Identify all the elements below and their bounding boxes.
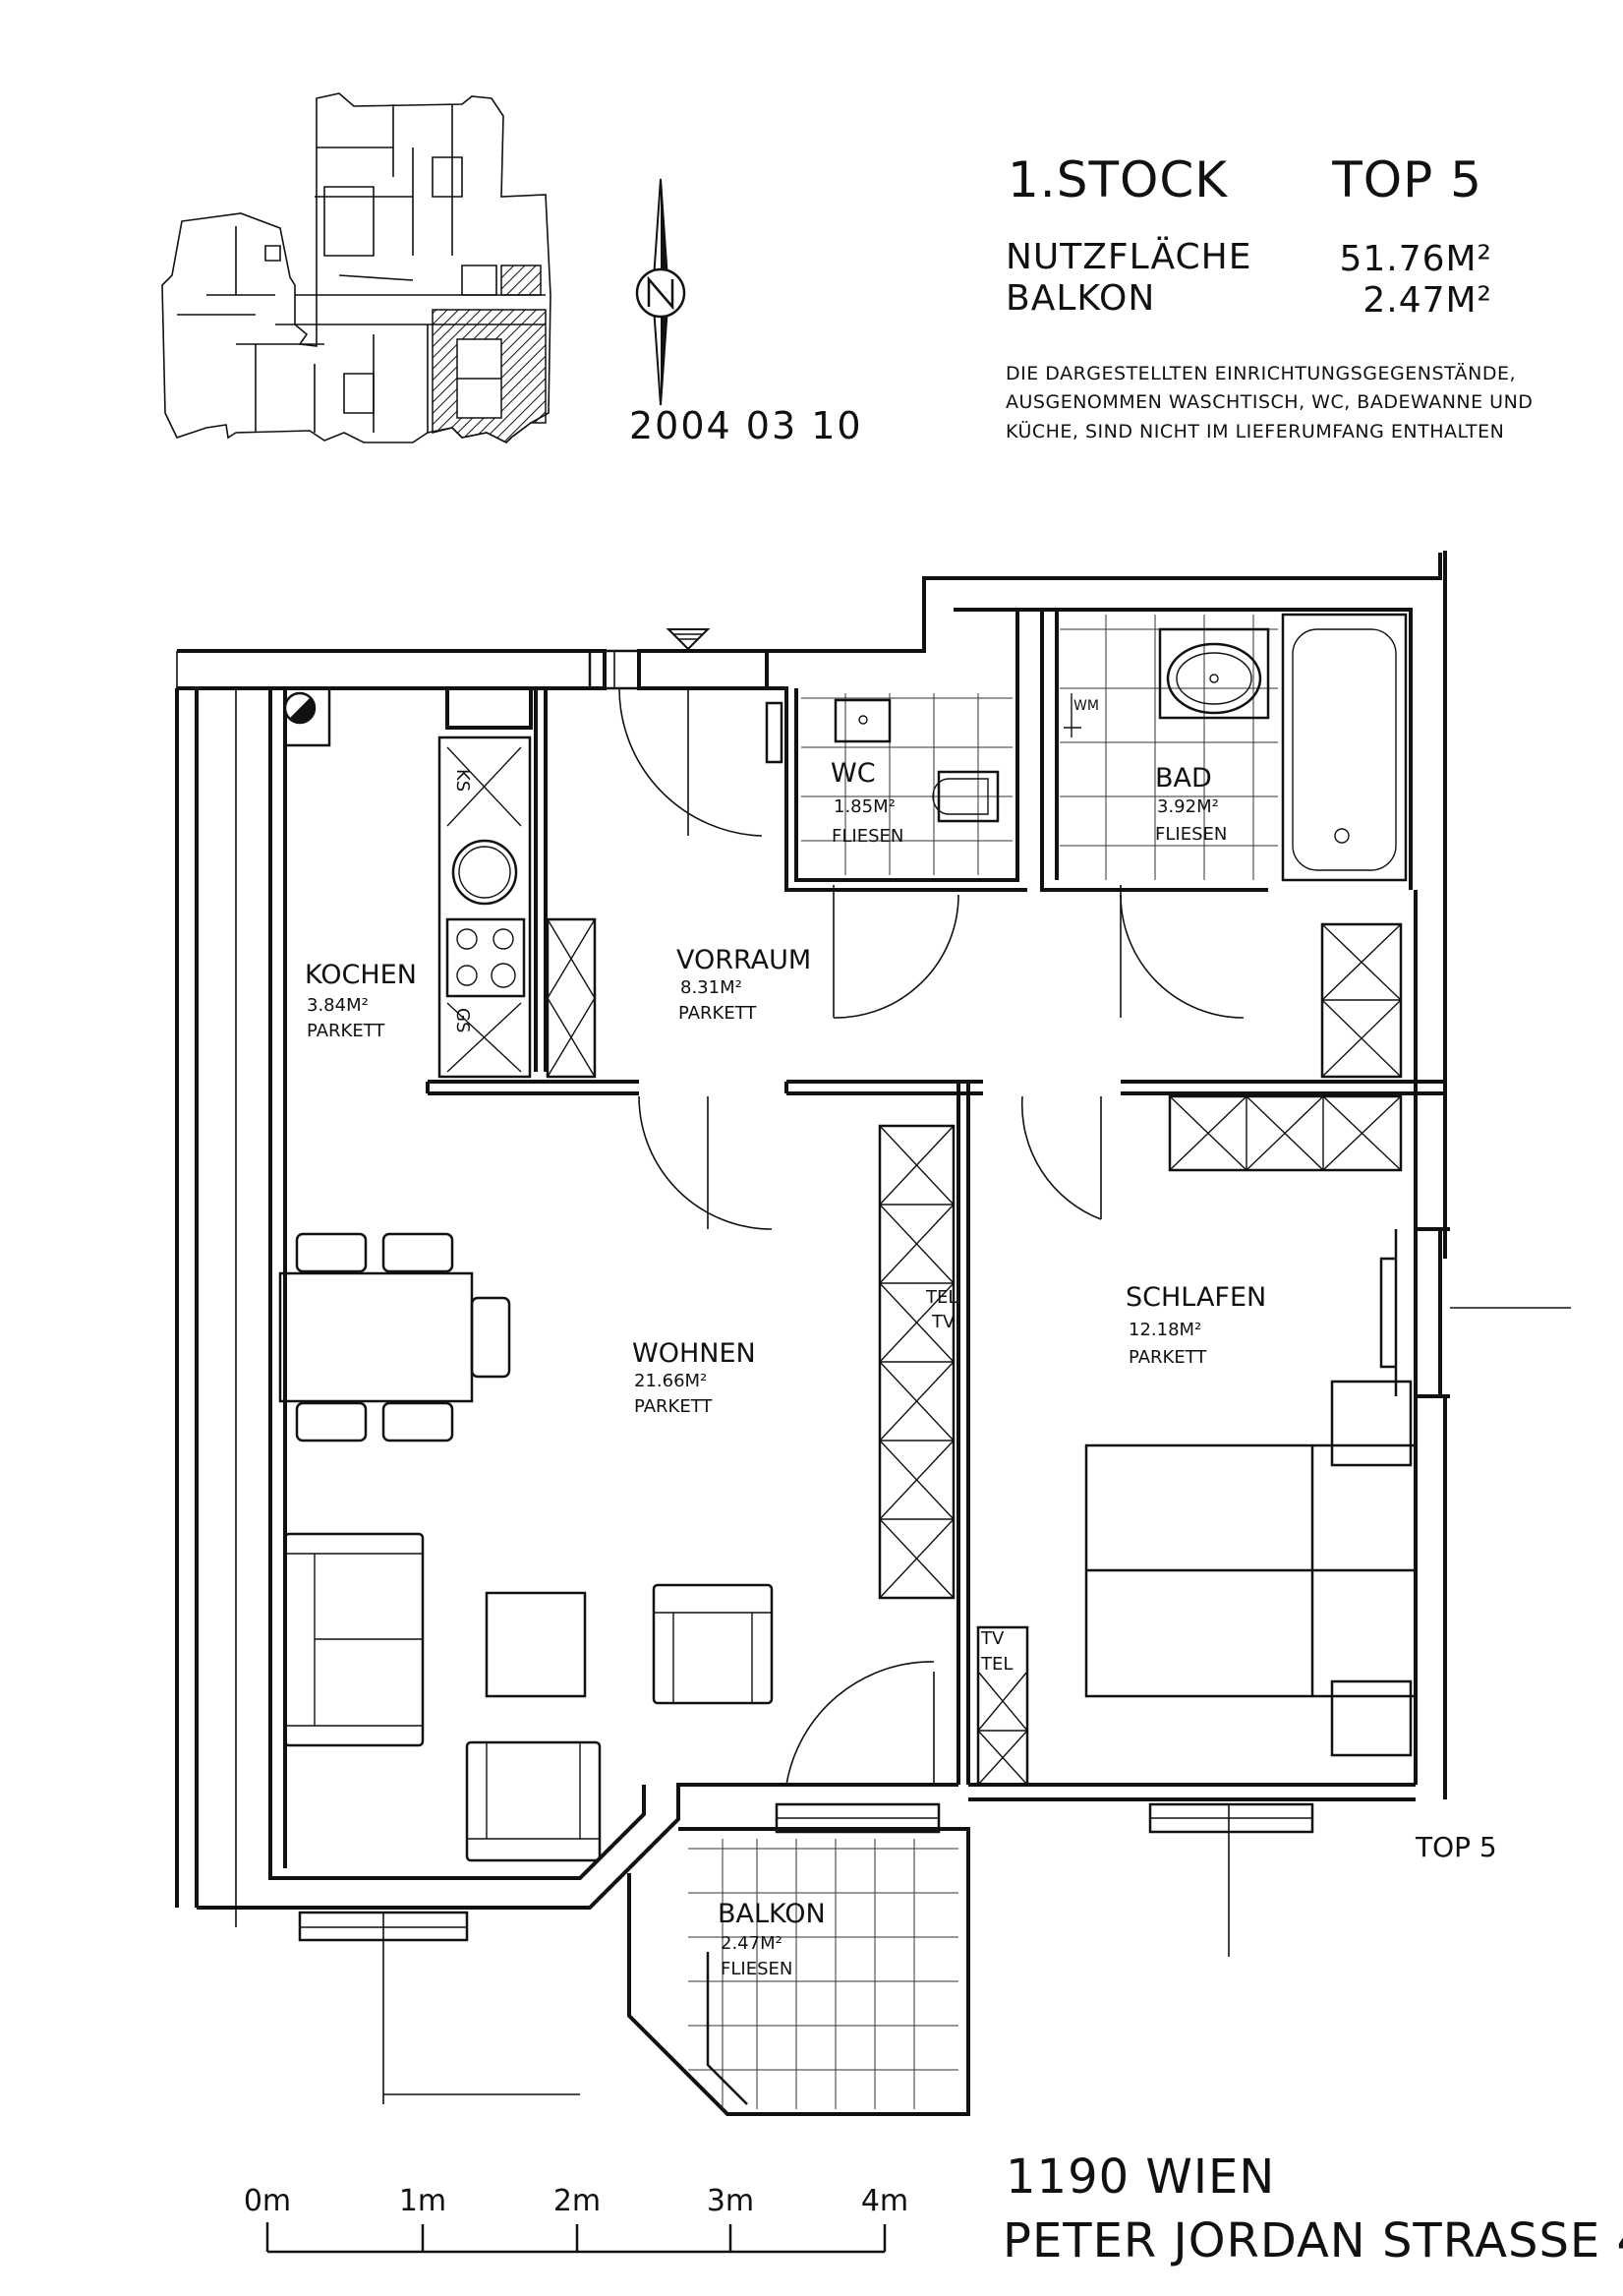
- windows: [298, 649, 1314, 1942]
- balcony: [627, 1827, 970, 2116]
- floor-title: 1.STOCK: [1008, 151, 1228, 208]
- wc-room: [765, 693, 1013, 875]
- key-plan: [161, 92, 551, 443]
- room-wohnen: WOHNEN 21.66M² PARKETT: [632, 1338, 756, 1417]
- area-value-balkon: 2.47M²: [1362, 280, 1492, 321]
- room-area: 3.92M²: [1157, 796, 1219, 817]
- disclaimer-line-1: DIE DARGESTELLTEN EINRICHTUNGSGEGENSTÄND…: [1006, 362, 1516, 384]
- fixture-wm: WM: [1073, 698, 1099, 714]
- room-area: 8.31M²: [680, 977, 742, 998]
- walls: [175, 551, 1571, 1910]
- bed: [1084, 1380, 1418, 1757]
- room-name: WOHNEN: [632, 1338, 756, 1369]
- kitchen-counter: KS GS: [283, 686, 533, 1079]
- room-floor: PARKETT: [1129, 1347, 1207, 1368]
- scale-tick-0: 0m: [244, 2184, 291, 2218]
- scale-bar: 0m 1m 2m 3m 4m: [244, 2184, 908, 2254]
- top-label: TOP 5: [1415, 1831, 1497, 1863]
- room-name: BALKON: [718, 1899, 826, 1929]
- room-name: WC: [831, 758, 876, 789]
- dining-set: [278, 1232, 511, 1442]
- scale-tick-4: 4m: [861, 2184, 908, 2218]
- room-kochen: KOCHEN 3.84M² PARKETT: [305, 960, 417, 1041]
- area-label-nutzflaeche: NUTZFLÄCHE: [1006, 236, 1251, 277]
- room-vorraum: VORRAUM 8.31M² PARKETT: [676, 945, 811, 1024]
- address-street: PETER JORDAN STRASSE 42: [1003, 2213, 1623, 2268]
- room-area: 12.18M²: [1129, 1320, 1201, 1340]
- doors: [618, 687, 1245, 1786]
- room-name: VORRAUM: [676, 945, 811, 975]
- room-name: KOCHEN: [305, 960, 417, 990]
- room-balkon: BALKON 2.47M² FLIESEN: [718, 1899, 826, 1979]
- fixture-tv-2: TV: [980, 1628, 1005, 1649]
- disclaimer-line-3: KÜCHE, SIND NICHT IM LIEFERUMFANG ENTHAL…: [1006, 420, 1504, 442]
- room-area: 3.84M²: [307, 995, 369, 1016]
- address-city: 1190 WIEN: [1006, 2149, 1275, 2205]
- room-name: SCHLAFEN: [1126, 1282, 1266, 1313]
- room-area: 1.85M²: [834, 796, 896, 817]
- fixture-tv-1: TV: [931, 1312, 956, 1332]
- room-area: 21.66M²: [634, 1371, 707, 1391]
- room-floor: FLIESEN: [1155, 824, 1227, 845]
- north-arrow-icon: [635, 178, 686, 406]
- fixture-tel-2: TEL: [980, 1654, 1013, 1675]
- room-floor: PARKETT: [307, 1021, 385, 1041]
- room-floor: FLIESEN: [721, 1959, 792, 1979]
- fixture-gs: GS: [452, 1008, 473, 1032]
- scale-tick-1: 1m: [399, 2184, 446, 2218]
- plan-date: 2004 03 10: [629, 404, 863, 447]
- room-schlafen: SCHLAFEN 12.18M² PARKETT: [1126, 1282, 1266, 1368]
- room-floor: FLIESEN: [832, 826, 903, 847]
- area-value-nutzflaeche: 51.76M²: [1339, 239, 1492, 279]
- room-floor: PARKETT: [678, 1003, 757, 1024]
- room-name: BAD: [1155, 763, 1212, 794]
- area-label-balkon: BALKON: [1006, 278, 1155, 319]
- scale-tick-2: 2m: [553, 2184, 601, 2218]
- scale-tick-3: 3m: [707, 2184, 754, 2218]
- bathroom: WM: [1060, 613, 1408, 882]
- wardrobes: [546, 917, 1403, 1787]
- boundary-lines: [176, 651, 1230, 2104]
- room-floor: PARKETT: [634, 1396, 713, 1417]
- unit-title: TOP 5: [1331, 151, 1482, 208]
- fixture-ks: KS: [452, 769, 473, 792]
- living-set: [283, 1532, 774, 1862]
- room-bad: BAD 3.92M² FLIESEN: [1155, 763, 1227, 845]
- fixture-tel-1: TEL: [925, 1287, 957, 1308]
- room-wc: WC 1.85M² FLIESEN: [831, 758, 903, 847]
- room-area: 2.47M²: [721, 1933, 783, 1954]
- disclaimer-line-2: AUSGENOMMEN WASCHTISCH, WC, BADEWANNE UN…: [1006, 391, 1533, 413]
